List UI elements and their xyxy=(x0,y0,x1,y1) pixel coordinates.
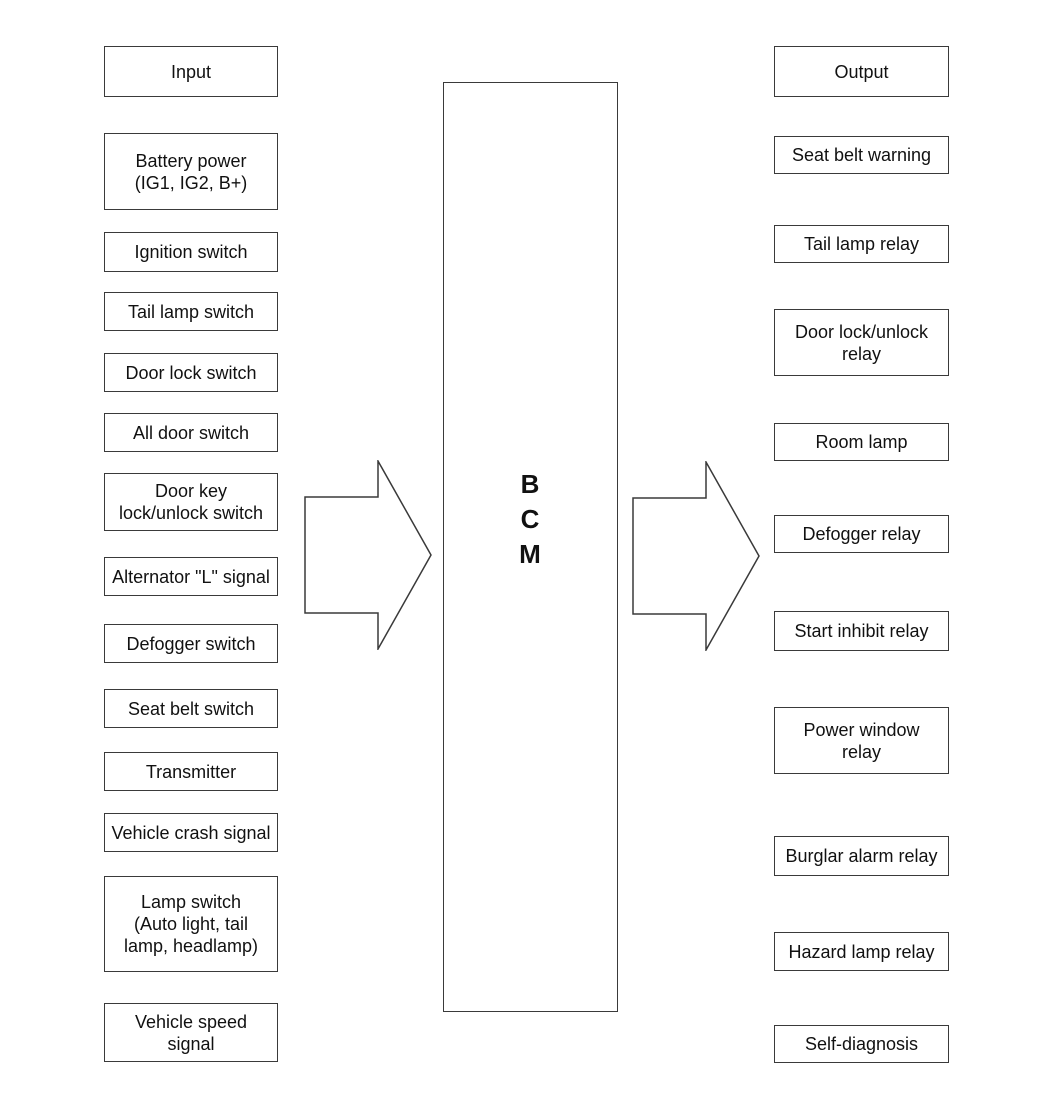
output-box-label: Self-diagnosis xyxy=(804,1034,919,1054)
input-box-all-door-switch: All door switch xyxy=(104,413,278,452)
input-header-label: Input xyxy=(170,61,212,82)
input-box-alternator-l-signal: Alternator "L" signal xyxy=(104,557,278,596)
input-box-label: Lamp switch (Auto light, tail lamp, head… xyxy=(123,892,259,956)
output-box-label: Start inhibit relay xyxy=(794,621,929,641)
output-box-tail-lamp-relay: Tail lamp relay xyxy=(774,225,949,263)
input-box-tail-lamp-switch: Tail lamp switch xyxy=(104,292,278,331)
input-box-lamp-switch: Lamp switch (Auto light, tail lamp, head… xyxy=(104,876,278,972)
input-box-vehicle-crash-signal: Vehicle crash signal xyxy=(104,813,278,852)
output-box-label: Power window relay xyxy=(803,719,920,762)
output-header-label: Output xyxy=(834,61,889,82)
output-box-label: Door lock/unlock relay xyxy=(794,321,929,364)
input-box-label: Seat belt switch xyxy=(127,698,255,719)
output-box-start-inhibit-relay: Start inhibit relay xyxy=(774,611,949,651)
input-box-label: Vehicle speed signal xyxy=(134,1011,248,1054)
bcm-box: B C M xyxy=(443,82,618,1012)
output-box-label: Seat belt warning xyxy=(791,145,932,165)
input-box-vehicle-speed-signal: Vehicle speed signal xyxy=(104,1003,278,1062)
input-box-transmitter: Transmitter xyxy=(104,752,278,791)
input-box-label: Door lock switch xyxy=(125,362,257,383)
output-box-seat-belt-warning: Seat belt warning xyxy=(774,136,949,174)
output-box-power-window-relay: Power window relay xyxy=(774,707,949,774)
output-box-label: Tail lamp relay xyxy=(803,234,920,254)
input-box-label: Transmitter xyxy=(145,761,237,782)
output-box-label: Hazard lamp relay xyxy=(788,941,935,962)
output-box-room-lamp: Room lamp xyxy=(774,423,949,461)
output-box-self-diagnosis: Self-diagnosis xyxy=(774,1025,949,1063)
input-box-defogger-switch: Defogger switch xyxy=(104,624,278,663)
output-header-box: Output xyxy=(774,46,949,97)
input-box-battery-power: Battery power (IG1, IG2, B+) xyxy=(104,133,278,210)
output-box-label: Burglar alarm relay xyxy=(785,846,938,866)
bcm-label: B C M xyxy=(519,469,542,569)
output-box-door-lock-unlock-relay: Door lock/unlock relay xyxy=(774,309,949,376)
input-box-seat-belt-switch: Seat belt switch xyxy=(104,689,278,728)
input-to-bcm-block-arrow-icon xyxy=(304,460,432,650)
output-box-label: Defogger relay xyxy=(802,524,921,544)
input-header-box: Input xyxy=(104,46,278,97)
output-box-hazard-lamp-relay: Hazard lamp relay xyxy=(774,932,949,971)
input-box-ignition-switch: Ignition switch xyxy=(104,232,278,272)
input-box-label: All door switch xyxy=(132,422,250,443)
input-box-door-key-lock-unlock-switch: Door key lock/unlock switch xyxy=(104,473,278,531)
input-box-label: Vehicle crash signal xyxy=(111,822,271,843)
bcm-to-output-block-arrow-icon xyxy=(632,461,760,651)
output-box-burglar-alarm-relay: Burglar alarm relay xyxy=(774,836,949,876)
input-box-label: Battery power (IG1, IG2, B+) xyxy=(134,150,248,193)
input-box-label: Tail lamp switch xyxy=(127,301,255,322)
input-box-label: Ignition switch xyxy=(134,242,248,262)
output-box-defogger-relay: Defogger relay xyxy=(774,515,949,553)
input-box-label: Defogger switch xyxy=(126,633,256,654)
input-box-door-lock-switch: Door lock switch xyxy=(104,353,278,392)
input-box-label: Alternator "L" signal xyxy=(112,566,270,587)
input-box-label: Door key lock/unlock switch xyxy=(118,481,264,523)
output-box-label: Room lamp xyxy=(815,432,908,452)
